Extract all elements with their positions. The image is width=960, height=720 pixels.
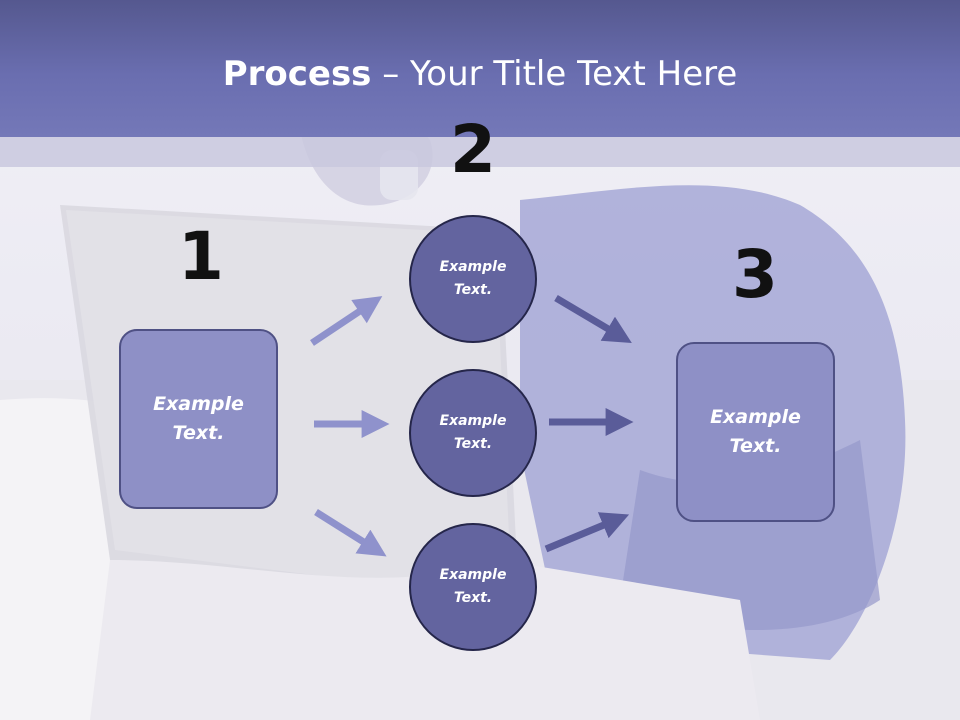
top-circle-label: Example Text. [439,259,507,298]
step-number-3: 3 [732,236,778,313]
arrow-left-to-top [310,296,383,346]
title-band [0,0,960,137]
step-number-1: 1 [178,218,224,295]
middle-circle-label: Example Text. [439,413,507,452]
bottom-circle-label: Example Text. [439,567,507,606]
slide-title: Process – Your Title Text Here [0,52,960,96]
bottom-step-circle: Example Text. [409,523,537,651]
right-step-box: Example Text. [676,342,835,522]
left-box-label: Example Text. [153,393,244,444]
arrow-left-to-bottom [314,509,387,557]
top-step-circle: Example Text. [409,215,537,343]
left-step-box: Example Text. [119,329,278,509]
step-number-2: 2 [450,111,496,188]
arrow-top-to-right [554,294,632,343]
title-rest: – Your Title Text Here [371,54,738,94]
right-box-label: Example Text. [710,406,801,457]
middle-step-circle: Example Text. [409,369,537,497]
title-bold: Process [222,54,372,94]
title-strip [0,137,960,167]
arrow-bottom-to-right [544,512,630,553]
